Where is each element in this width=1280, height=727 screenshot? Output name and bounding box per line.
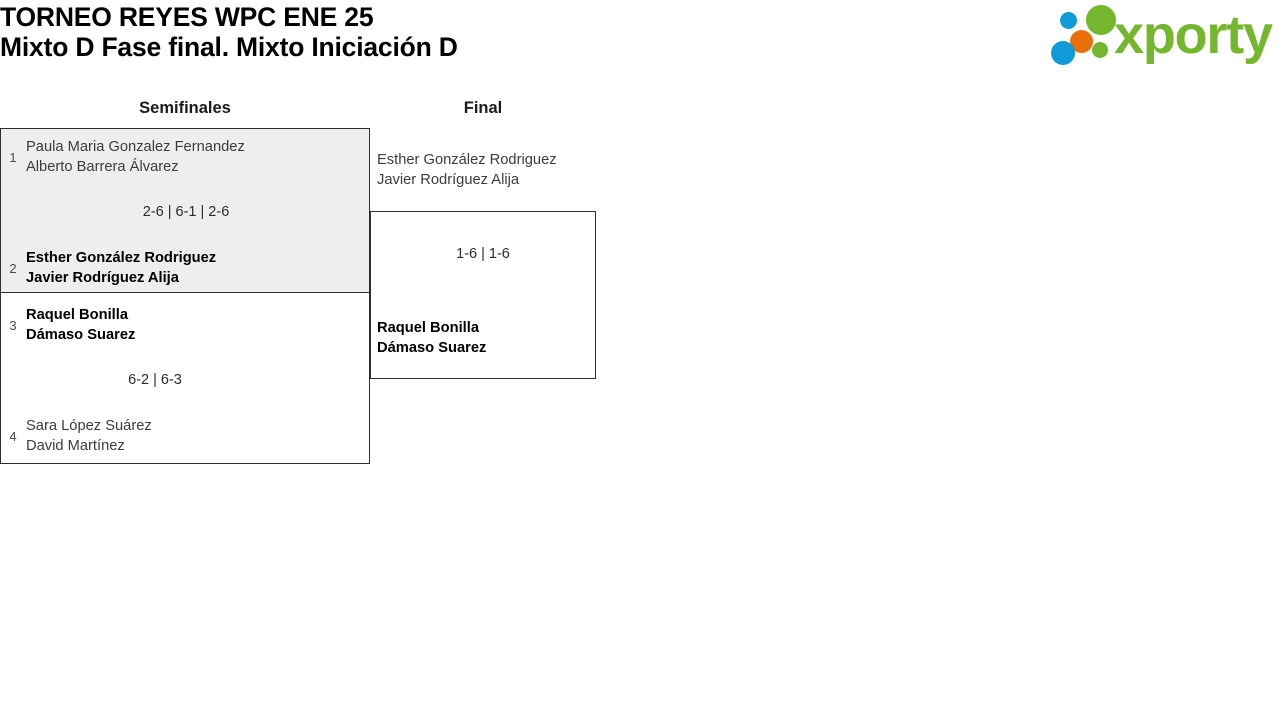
match-semifinal-2[interactable]: [0, 292, 370, 464]
seed-number: 2: [9, 261, 17, 276]
match-final[interactable]: [370, 211, 596, 379]
player-name: Dámaso Suarez: [377, 339, 487, 356]
final-team-bottom[interactable]: Raquel Bonilla Dámaso Suarez: [377, 319, 603, 358]
page-title: TORNEO REYES WPC ENE 25 Mixto D Fase fin…: [0, 0, 900, 62]
tournament-name: TORNEO REYES WPC ENE 25: [0, 2, 374, 32]
final-score: 1-6 | 1-6: [456, 246, 510, 262]
match-semifinal-1[interactable]: [0, 128, 370, 293]
player-name: Raquel Bonilla: [377, 320, 480, 336]
player-name: David Martínez: [26, 437, 125, 454]
team-names: Raquel Bonilla Dámaso Suarez: [377, 319, 486, 358]
semifinal-1-team-bottom[interactable]: 2 Esther González Rodriguez Javier Rodrí…: [0, 249, 370, 288]
semifinal-2-score: 6-2 | 6-3: [128, 372, 182, 388]
player-name: Javier Rodríguez Alija: [377, 171, 520, 188]
logo-wordmark: xporty: [1114, 5, 1273, 65]
semifinal-2-team-top[interactable]: 3 Raquel Bonilla Dámaso Suarez: [0, 306, 370, 345]
team-names: Esther González Rodriguez Javier Rodrígu…: [26, 249, 216, 288]
round-header-semifinales: Semifinales: [139, 99, 231, 117]
round-header-final: Final: [463, 99, 503, 117]
team-names: Raquel Bonilla Dámaso Suarez: [26, 306, 135, 345]
semifinal-1-team-top[interactable]: 1 Paula Maria Gonzalez Fernandez Alberto…: [0, 138, 370, 177]
team-names: Esther González Rodriguez Javier Rodrígu…: [377, 151, 557, 190]
final-team-top[interactable]: Esther González Rodriguez Javier Rodrígu…: [377, 151, 603, 190]
logo-dots-icon: [1048, 3, 1120, 67]
player-name: Dámaso Suarez: [26, 326, 136, 343]
seed-number: 3: [9, 318, 17, 333]
player-name: Esther González Rodriguez: [26, 250, 217, 266]
team-names: Sara López Suárez David Martínez: [26, 417, 152, 456]
player-name: Esther González Rodriguez: [377, 152, 557, 168]
xporty-logo: xporty: [1048, 3, 1276, 67]
team-names: Paula Maria Gonzalez Fernandez Alberto B…: [26, 138, 245, 177]
player-name: Paula Maria Gonzalez Fernandez: [26, 139, 245, 155]
green-dot-large-icon: [1086, 5, 1116, 35]
player-name: Alberto Barrera Álvarez: [26, 158, 179, 175]
player-name: Javier Rodríguez Alija: [26, 269, 179, 286]
semifinal-1-score: 2-6 | 6-1 | 2-6: [142, 204, 230, 220]
blue-dot-top-icon: [1060, 12, 1077, 29]
green-dot-small-icon: [1092, 42, 1108, 58]
seed-number: 1: [9, 150, 17, 165]
tournament-category: Mixto D Fase final. Mixto Iniciación D: [0, 32, 458, 62]
blue-dot-bottom-icon: [1051, 41, 1075, 65]
player-name: Sara López Suárez: [26, 418, 152, 434]
orange-dot-icon: [1070, 30, 1093, 53]
player-name: Raquel Bonilla: [26, 307, 129, 323]
semifinal-2-team-bottom[interactable]: 4 Sara López Suárez David Martínez: [0, 417, 370, 456]
seed-number: 4: [9, 429, 17, 444]
